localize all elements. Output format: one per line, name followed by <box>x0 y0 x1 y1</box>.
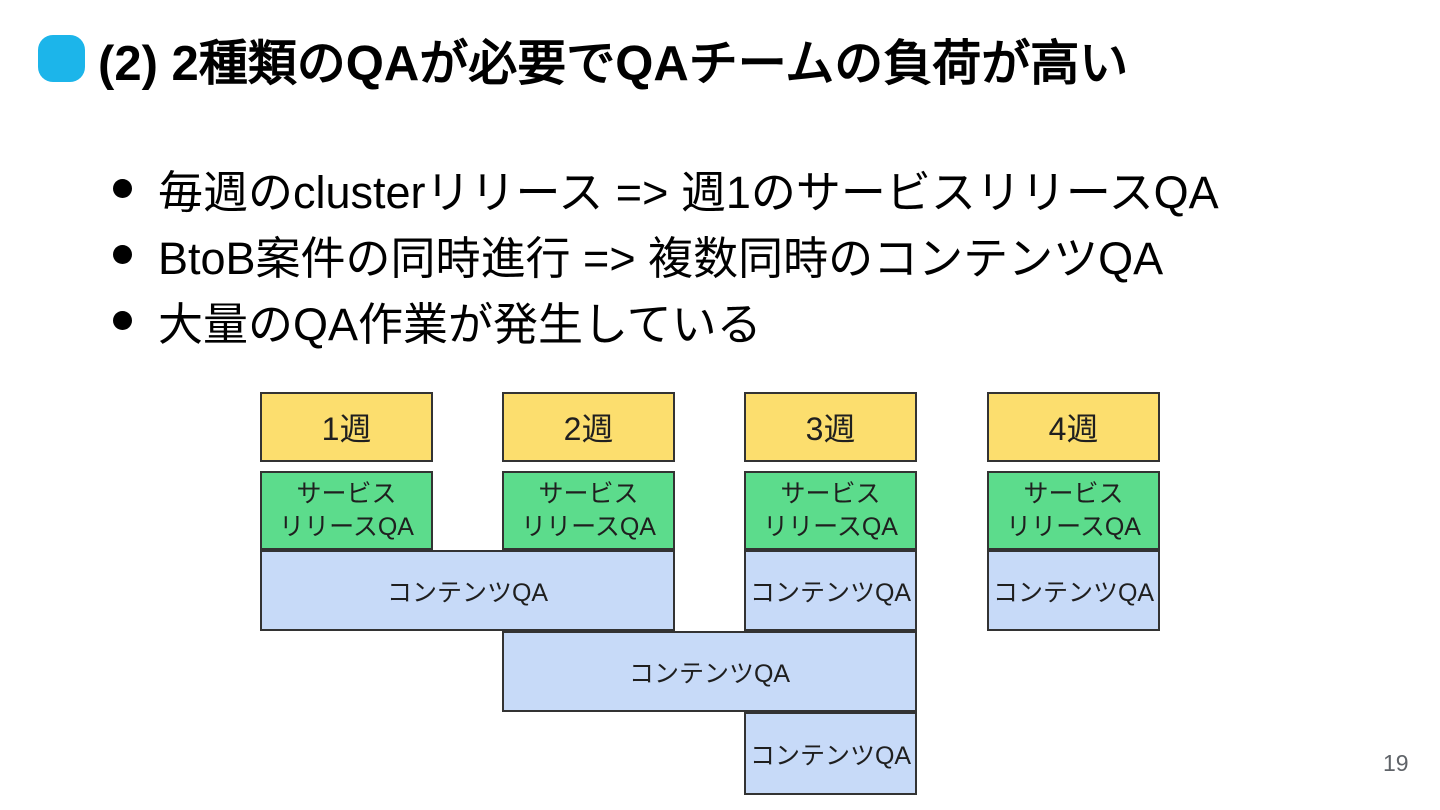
week-header-2: 2週 <box>502 392 675 462</box>
service-qa-label-line2: リリースQA <box>763 512 898 541</box>
bullet-text-1: 毎週のclusterリリース => 週1のサービスリリースQA <box>158 167 1219 218</box>
bullet-item-3: 大量のQA作業が発生している <box>113 298 1219 350</box>
service-release-qa-box-week2: サービス リリースQA <box>502 471 675 550</box>
service-release-qa-box-week4: サービス リリースQA <box>987 471 1160 550</box>
service-qa-label-line1: サービス <box>1023 479 1124 508</box>
week-header-3: 3週 <box>744 392 917 462</box>
content-qa-box-week4: コンテンツQA <box>987 550 1160 631</box>
bullet-text-3: 大量のQA作業が発生している <box>158 299 762 350</box>
service-qa-label-line2: リリースQA <box>1006 512 1141 541</box>
content-qa-box-weeks2-3: コンテンツQA <box>502 631 917 712</box>
content-qa-box-week3-row1: コンテンツQA <box>744 550 917 631</box>
service-qa-label-line1: サービス <box>296 479 397 508</box>
service-qa-label-line2: リリースQA <box>521 512 656 541</box>
bullet-list: 毎週のclusterリリース => 週1のサービスリリースQA BtoB案件の同… <box>113 166 1219 364</box>
slide-title: (2) 2種類のQAが必要でQAチームの負荷が高い <box>98 37 1129 91</box>
service-release-qa-box-week1: サービス リリースQA <box>260 471 433 550</box>
bullet-item-1: 毎週のclusterリリース => 週1のサービスリリースQA <box>113 166 1219 218</box>
title-accent-icon <box>38 35 85 82</box>
service-release-qa-box-week3: サービス リリースQA <box>744 471 917 550</box>
page-number: 19 <box>1383 750 1409 776</box>
service-qa-label-line2: リリースQA <box>279 512 414 541</box>
content-qa-box-weeks1-2: コンテンツQA <box>260 550 675 631</box>
content-qa-box-week3-row3: コンテンツQA <box>744 712 917 795</box>
service-qa-label-line1: サービス <box>538 479 639 508</box>
service-qa-label-line1: サービス <box>780 479 881 508</box>
week-header-1: 1週 <box>260 392 433 462</box>
bullet-dot-icon <box>113 179 132 198</box>
bullet-dot-icon <box>113 245 132 264</box>
bullet-dot-icon <box>113 311 132 330</box>
week-header-4: 4週 <box>987 392 1160 462</box>
bullet-text-2: BtoB案件の同時進行 => 複数同時のコンテンツQA <box>158 233 1164 284</box>
bullet-item-2: BtoB案件の同時進行 => 複数同時のコンテンツQA <box>113 232 1219 284</box>
